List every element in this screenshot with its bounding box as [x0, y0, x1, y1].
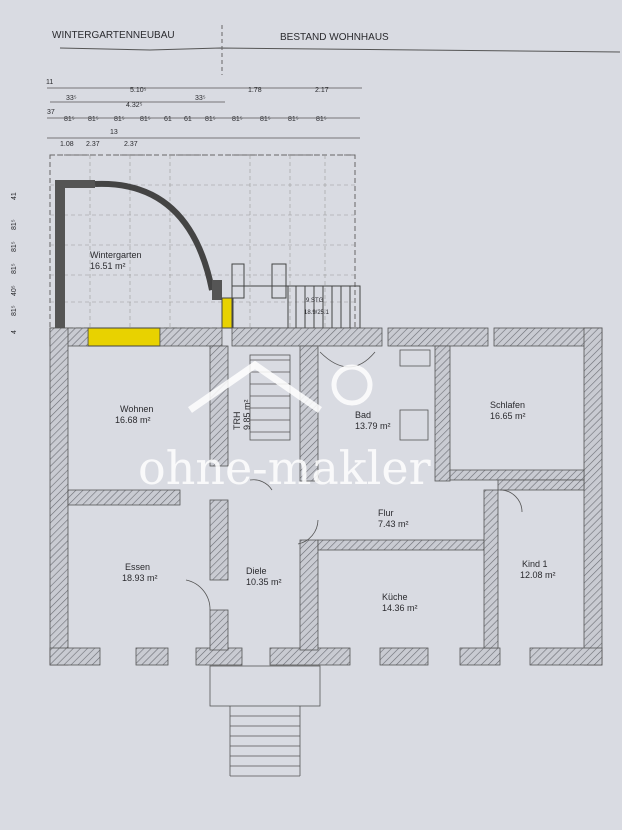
dim-label: 2.37: [124, 141, 138, 148]
dim-label: 81⁵: [88, 116, 99, 123]
dim-label: 81⁵: [11, 305, 18, 316]
tree-logo-icon: [331, 364, 373, 406]
dim-label: 33⁵: [66, 95, 77, 102]
dim-label: 81⁵: [64, 116, 75, 123]
dim-label: 81⁵: [11, 241, 18, 252]
room-name-bad: Bad: [355, 410, 371, 420]
room-area-bad: 13.79 m²: [355, 421, 391, 431]
room-name-kueche: Küche: [382, 592, 408, 602]
dim-label: 81⁵: [11, 219, 18, 230]
room-name-trh: TRH: [232, 412, 242, 431]
dim-label: 1.08: [60, 141, 74, 148]
dim-label: 81⁵: [114, 116, 125, 123]
room-area-wohnen: 16.68 m²: [115, 415, 151, 425]
room-area-trh: 9.85 m²: [242, 399, 252, 430]
room-area-diele: 10.35 m²: [246, 577, 282, 587]
header-left-title: WINTERGARTENNEUBAU: [52, 30, 175, 41]
dim-label: 2.37: [86, 141, 100, 148]
dim-label: 13: [110, 129, 118, 136]
room-name-wintergarten: Wintergarten: [90, 250, 142, 260]
dim-label: 33⁵: [195, 95, 206, 102]
dim-label: 81⁵: [140, 116, 151, 123]
room-area-schlafen: 16.65 m²: [490, 411, 526, 421]
room-area-essen: 18.93 m²: [122, 573, 158, 583]
wintergarten-area: 9 STG 18.9/25.1 Wintergarten 16.51 m²: [49, 154, 361, 347]
room-area-flur: 7.43 m²: [378, 519, 409, 529]
dim-label: 4: [11, 330, 18, 334]
room-area-wintergarten: 16.51 m²: [90, 261, 126, 271]
room-area-kind1: 12.08 m²: [520, 570, 556, 580]
room-name-flur: Flur: [378, 508, 394, 518]
dim-label: 1.78: [248, 87, 262, 94]
stair-count: 9 STG: [306, 298, 324, 304]
stair-ratio: 18.9/25.1: [304, 310, 330, 316]
header-rule: [59, 47, 621, 53]
dim-label: 81⁵: [260, 116, 271, 123]
dim-label: 81⁵: [205, 116, 216, 123]
room-name-kind1: Kind 1: [522, 559, 548, 569]
watermark: ohne-makler: [138, 360, 431, 495]
dim-label: 61: [164, 116, 172, 123]
room-name-diele: Diele: [246, 566, 267, 576]
dim-label: 2.17: [315, 87, 329, 94]
room-area-kueche: 14.36 m²: [382, 603, 418, 613]
room-name-essen: Essen: [125, 562, 150, 572]
dim-label: 81⁵: [232, 116, 243, 123]
dim-label: 61: [184, 116, 192, 123]
room-name-schlafen: Schlafen: [490, 400, 525, 410]
dim-label: 81⁵: [288, 116, 299, 123]
dim-label: 11: [46, 79, 53, 86]
dim-label: 37: [47, 109, 55, 116]
dim-label: 4.32⁵: [126, 102, 143, 109]
dim-label: 81⁵: [316, 116, 327, 123]
header-right-title: BESTAND WOHNHAUS: [280, 32, 389, 43]
dim-label: 81⁵: [11, 263, 18, 274]
house-logo-icon: [188, 360, 322, 413]
walls: [49, 327, 603, 666]
room-name-wohnen: Wohnen: [120, 404, 153, 414]
dim-label: 41: [11, 192, 18, 200]
dim-label: 5.10⁵: [130, 87, 147, 94]
dim-label: 40⁵: [11, 285, 18, 296]
dimension-labels: 11 5.10⁵ 1.78 2.17 33⁵ 4.32⁵ 33⁵ 37 81⁵ …: [11, 79, 329, 334]
watermark-text: ohne-makler: [138, 441, 431, 495]
